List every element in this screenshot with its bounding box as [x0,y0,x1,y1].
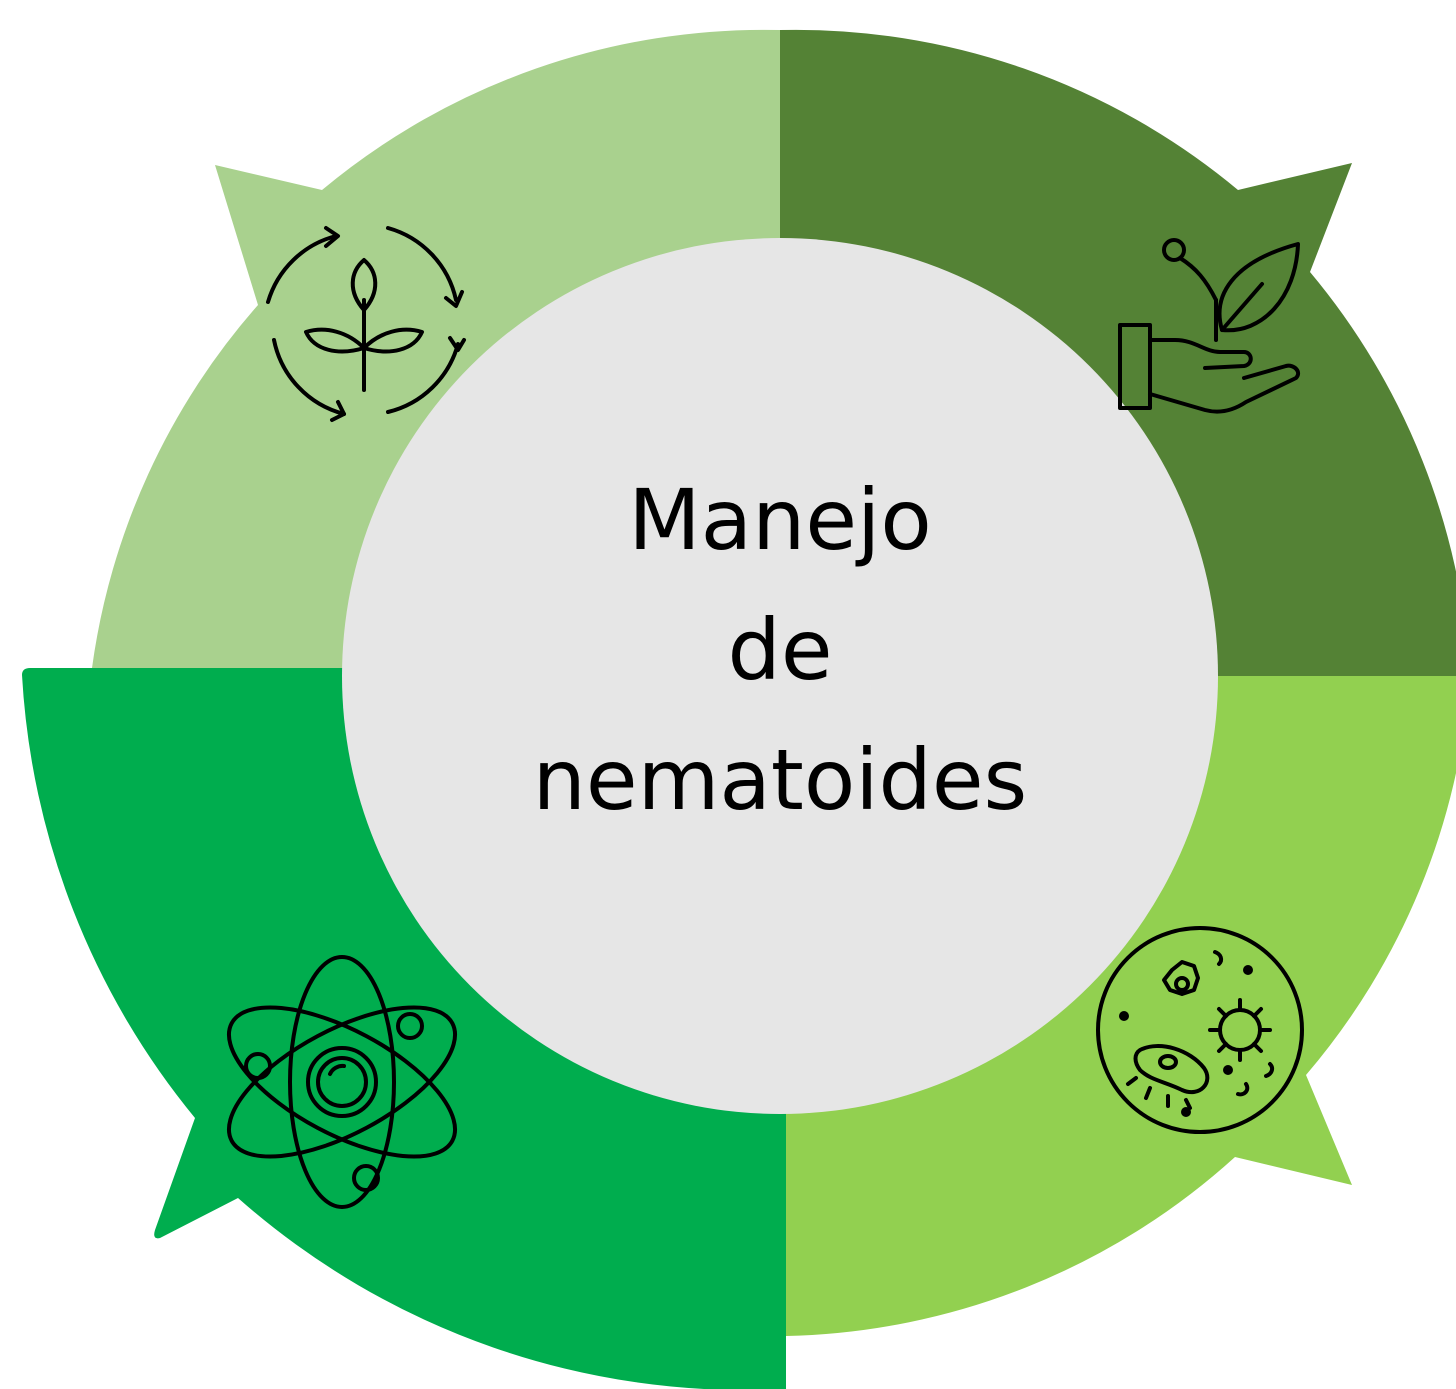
hand-sprout-icon [1118,238,1301,414]
center-title-line-2: de [727,601,833,699]
microbes-icon [1096,926,1304,1134]
center-title-line-3: nematoides [532,731,1028,829]
center-hub [342,238,1218,1114]
plant-cycle-icon [266,226,466,422]
center-title-line-1: Manejo [628,471,932,569]
center-title: Manejo de nematoides [430,455,1130,845]
atom-icon [226,955,458,1209]
